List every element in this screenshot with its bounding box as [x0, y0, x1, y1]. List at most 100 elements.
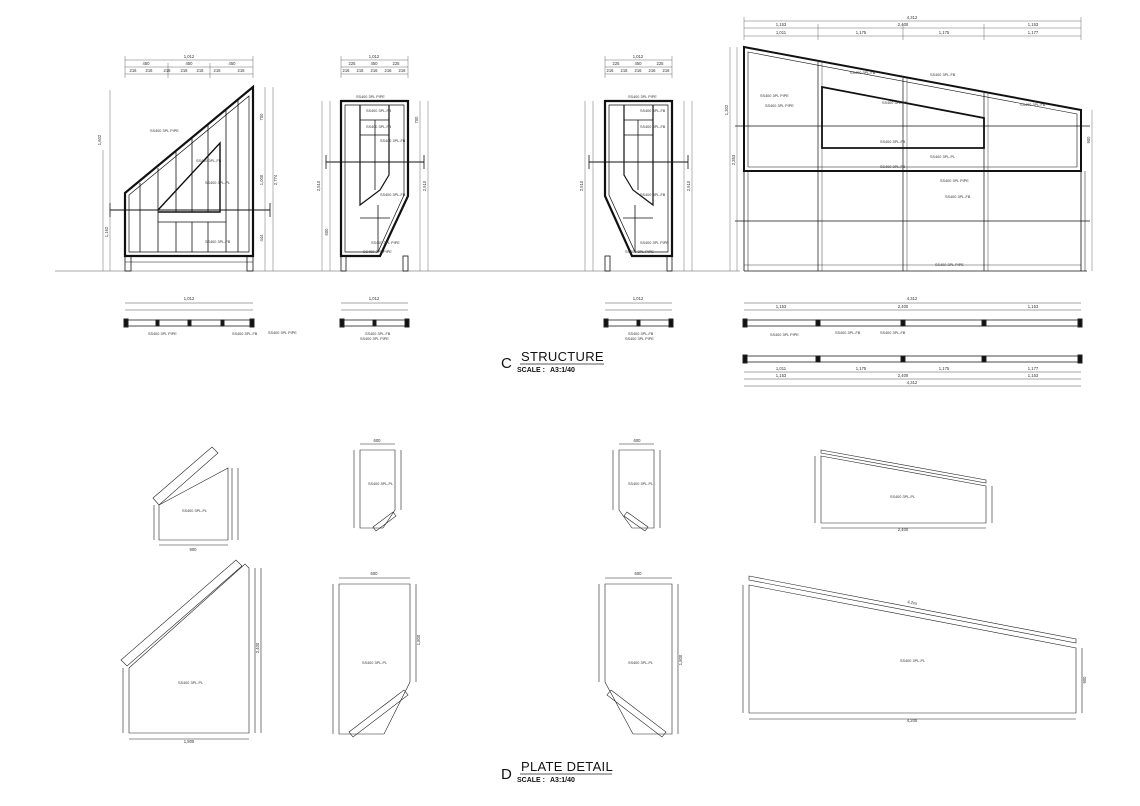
panel-1-small-dim: 216	[130, 68, 138, 73]
panel-2-height-dim: 2,510	[422, 180, 427, 191]
section-c-scale-label: SCALE :	[517, 367, 545, 374]
section-d-scale-value: A3:1/40	[550, 777, 575, 784]
panel-3-height-dim: 2,510	[579, 180, 584, 191]
panel-3-note: SS400 3PL-FB	[640, 109, 666, 113]
structure-panel-2-elevation	[325, 99, 425, 272]
panel-1-small-dim: 216	[214, 68, 222, 73]
panel-1-height-dim: 700	[259, 113, 264, 121]
plate-note: SS400 3PL-PL	[890, 495, 915, 499]
structure-panel-3-elevation	[588, 99, 689, 272]
plan-4b-dim: 1,011	[776, 366, 787, 371]
panel-3-note: SS400 3PL PIPE	[625, 250, 654, 254]
plate-detail-large-2	[332, 577, 417, 738]
plate-dim: 1,800	[678, 654, 683, 665]
panel-2-sub-dim: 225	[393, 61, 401, 66]
panel-4-note: SS400 3PL-FB	[1020, 103, 1046, 107]
plate-detail-small-4	[814, 449, 993, 529]
plate-dim: 1,800	[416, 634, 421, 645]
panel-1-small-dim: 216	[238, 68, 246, 73]
plate-dim: 600	[374, 438, 382, 443]
panel-4-note: SS400 3PL-FB	[945, 195, 971, 199]
panel-4-note: SS400 3PL-FB	[880, 165, 906, 169]
plan-note: SS400 3PL PIPE	[268, 331, 297, 335]
panel-2-small-dim: 216	[399, 68, 407, 73]
panel-4-note: SS400 3PL PIPE	[935, 263, 964, 267]
plate-note: SS400 3PL-PL	[900, 659, 925, 663]
plate-note: SS400 3PL-PL	[362, 661, 387, 665]
plan-note: SS400 3PL PIPE	[625, 337, 654, 341]
section-c-letter: C	[501, 355, 512, 372]
panel-1-note: SS400 3PL-FB	[196, 159, 222, 163]
plate-detail-large-4	[742, 575, 1083, 720]
plan-note: SS400 3PL PIPE	[148, 332, 177, 336]
panel-2-height-dim: 700	[414, 116, 419, 124]
panel-2-height-dim: 2,510	[316, 180, 321, 191]
plan-note: SS400 3PL-FB	[232, 332, 258, 336]
plan-strips	[123, 302, 1083, 387]
plate-note: SS400 3PL-PL	[368, 482, 393, 486]
section-d-title-block: D PLATE DETAIL SCALE : A3:1/40	[501, 759, 613, 784]
plan-3-dim: 1,012	[633, 296, 644, 301]
plan-2-dim: 1,012	[369, 296, 380, 301]
plate-detail-small-1	[152, 446, 239, 546]
panel-4-note: SS400 3PL-FB	[880, 140, 906, 144]
panel-4-small-dim: 1,175	[856, 30, 867, 35]
panel-1-height-dim: 2,774	[273, 174, 278, 185]
plate-note: SS400 3PL-PL	[182, 509, 207, 513]
panel-3-note: SS400 3PL-FB	[640, 193, 666, 197]
plan-4b-dim: 1,177	[1028, 366, 1039, 371]
panel-3-width-dim: 1,012	[633, 54, 644, 59]
panel-4-sub-dim: 2,400	[898, 22, 909, 27]
plate-detail-large-1	[120, 559, 262, 740]
panel-2-sub-dim: 225	[349, 61, 357, 66]
panel-1-sub-dim: 450	[143, 61, 151, 66]
panel-2-width-dim: 1,012	[369, 54, 380, 59]
panel-3-note: SS400 3PL-FB	[640, 125, 666, 129]
panel-1-height-dim: 1,000	[259, 174, 264, 185]
panel-4-note: SS400 3PL PIPE	[765, 104, 794, 108]
panel-3-sub-dim: 225	[657, 61, 665, 66]
panel-2-height-dim: 600	[324, 228, 329, 236]
panel-2-note: SS400 3PL-FB	[380, 193, 406, 197]
panel-2-note: SS400 3PL-FB	[366, 125, 392, 129]
plan-4-sub-dim: 1,153	[776, 304, 787, 309]
plan-note: SS400 3PL PIPE	[770, 333, 799, 337]
panel-3-sub-dim: 225	[613, 61, 621, 66]
panel-2-small-dim: 216	[385, 68, 393, 73]
plate-dim: 1,800	[184, 739, 195, 744]
panel-1-width-dim: 1,012	[184, 54, 195, 59]
panel-3-dimensions	[584, 56, 693, 271]
panel-3-small-dim: 216	[635, 68, 643, 73]
panel-2-sub-dim: 450	[371, 61, 379, 66]
plan-4b-dim: 1,153	[776, 373, 787, 378]
section-d-title: PLATE DETAIL	[521, 759, 613, 774]
plan-4-dim: 4,312	[907, 296, 918, 301]
plate-detail-large-3	[598, 577, 679, 738]
plate-dim: 2,400	[255, 642, 260, 653]
panel-4-height-dim: 2,353	[731, 154, 736, 165]
panel-4-small-dim: 1,175	[939, 30, 950, 35]
plate-dim: 900	[190, 547, 198, 552]
plan-note: SS400 3PL PIPE	[360, 337, 389, 341]
plan-1-dim: 1,012	[184, 296, 195, 301]
panel-1-small-dim: 216	[181, 68, 189, 73]
panel-4-sub-dim: 1,153	[1028, 22, 1039, 27]
panel-4-sub-dim: 1,153	[776, 22, 787, 27]
plan-note: SS400 3PL-FB	[365, 332, 391, 336]
panel-1-dimensions	[102, 56, 274, 271]
plan-note: SS400 3PL-FB	[835, 331, 861, 335]
plan-4b-dim: 1,175	[856, 366, 867, 371]
panel-1-height-dim: 444	[259, 234, 264, 242]
plate-dim: 4,200	[907, 718, 918, 723]
plate-dim: 900	[1082, 676, 1087, 684]
panel-3-small-dim: 216	[649, 68, 657, 73]
panel-3-note: SS400 3PL PIPE	[628, 95, 657, 99]
panel-1-note: SS400 3PL PIPE	[150, 129, 179, 133]
panel-4-small-dim: 1,177	[1028, 30, 1039, 35]
plan-4b-dim: 1,153	[1028, 373, 1039, 378]
panel-1-small-dim: 216	[164, 68, 172, 73]
panel-4-dimensions	[729, 17, 1093, 271]
structure-panel-4-elevation	[735, 45, 1090, 272]
panel-2-note: SS400 3PL PIPE	[371, 241, 400, 245]
